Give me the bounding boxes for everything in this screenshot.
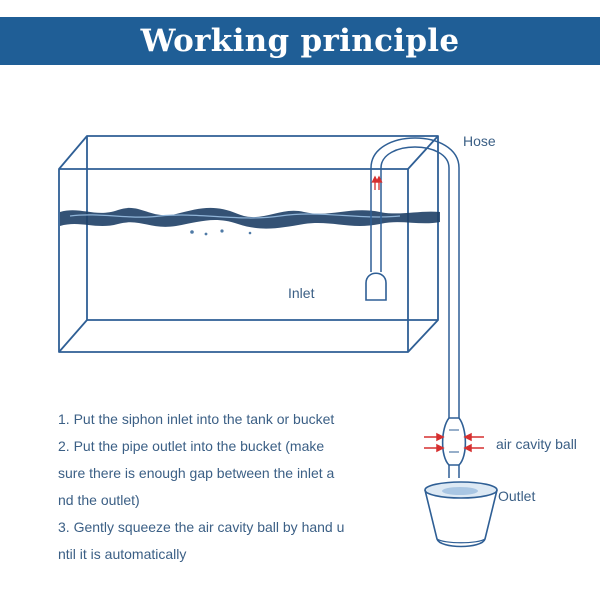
aquarium-tank	[58, 135, 439, 353]
instruction-list: 1. Put the siphon inlet into the tank or…	[58, 406, 378, 568]
outlet-bucket	[424, 481, 498, 548]
water-surface	[60, 207, 440, 236]
instruction-line: 3. Gently squeeze the air cavity ball by…	[58, 519, 345, 535]
instruction-line: 2. Put the pipe outlet into the bucket (…	[58, 438, 325, 454]
siphon-hose	[370, 137, 460, 478]
inlet-label: Inlet	[288, 285, 315, 301]
instruction-line: ntil it is automatically	[58, 546, 187, 562]
page-title: Working principle	[140, 23, 460, 59]
instruction-line: 1. Put the siphon inlet into the tank or…	[58, 411, 335, 427]
header-banner	[0, 17, 600, 65]
outlet-label: Outlet	[498, 488, 536, 504]
squeeze-arrows	[424, 432, 484, 453]
air-cavity-ball-label: air cavity ball	[496, 436, 577, 452]
inlet-nozzle	[365, 272, 387, 301]
flow-arrows	[371, 175, 383, 190]
instruction-line: sure there is enough gap between the inl…	[58, 465, 335, 481]
air-cavity-ball	[441, 417, 467, 466]
hose-label: Hose	[463, 133, 496, 149]
instruction-line: nd the outlet)	[58, 492, 140, 508]
